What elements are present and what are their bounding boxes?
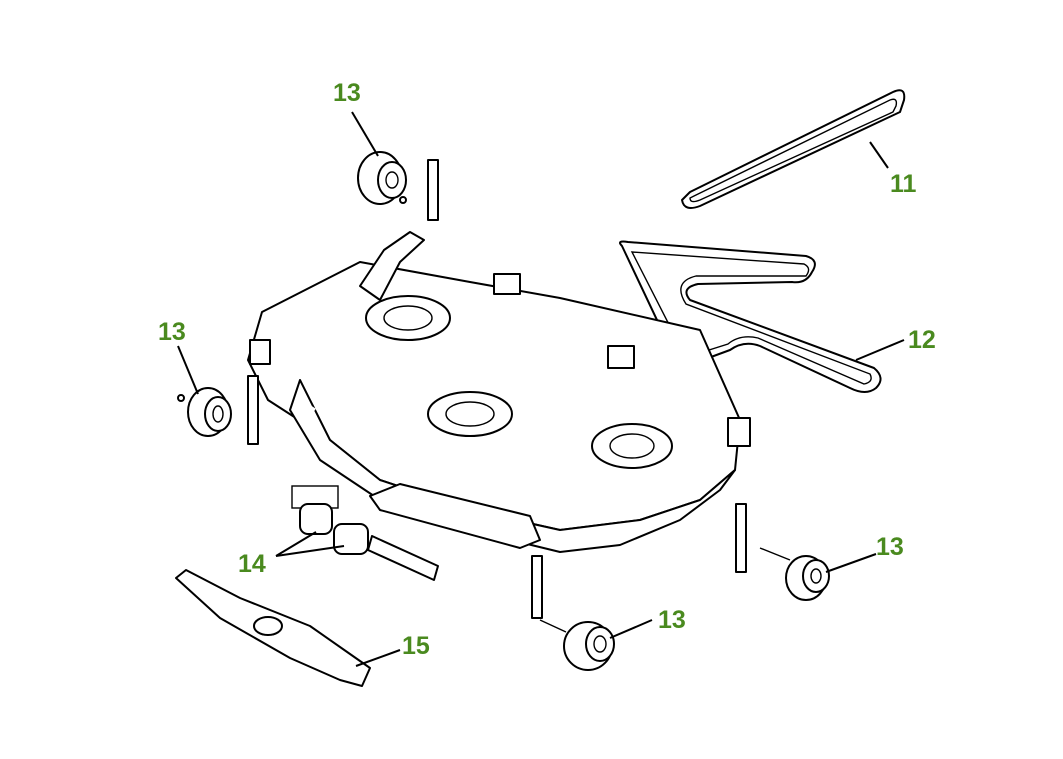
label-13-top: 13 — [333, 79, 361, 107]
blade-drawing — [175, 569, 371, 687]
leader-13-right — [825, 553, 877, 573]
leader-13-top — [351, 111, 379, 157]
label-13-bottom: 13 — [658, 606, 686, 634]
label-13-left: 13 — [158, 318, 186, 346]
label-11: 11 — [890, 170, 917, 198]
label-12: 12 — [908, 326, 936, 354]
leader-14b — [275, 545, 345, 557]
leader-14a — [275, 531, 317, 557]
wheel-right-drawing — [735, 503, 830, 601]
leader-13-bottom — [609, 619, 653, 639]
leader-12 — [855, 339, 905, 361]
leader-13-left — [177, 345, 199, 395]
leader-11 — [869, 141, 889, 169]
wheel-bottom-drawing — [531, 555, 615, 671]
label-13-right: 13 — [876, 533, 904, 561]
leader-15 — [355, 649, 401, 667]
label-14: 14 — [238, 550, 266, 578]
wheel-top-drawing — [357, 151, 439, 221]
label-15: 15 — [402, 632, 430, 660]
belt-11-drawing — [681, 89, 906, 209]
wheel-left-drawing — [177, 375, 259, 445]
mower-deck-drawing — [247, 231, 751, 553]
